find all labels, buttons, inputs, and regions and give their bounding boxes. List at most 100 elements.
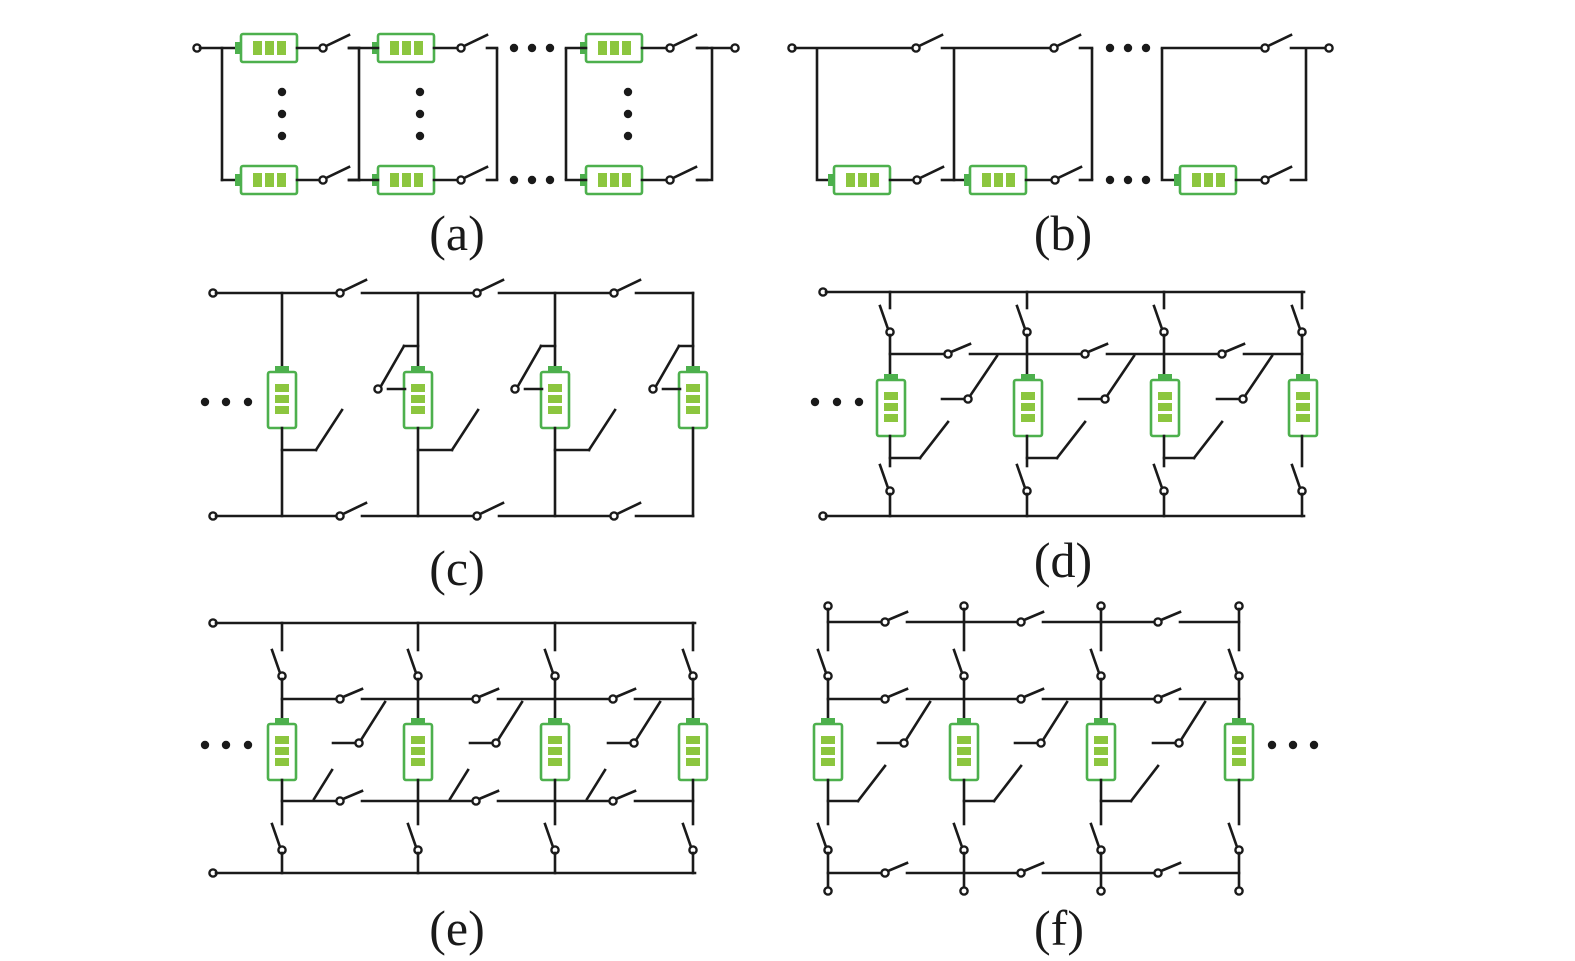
- wire: [341, 687, 364, 699]
- battery-cell: [610, 41, 619, 55]
- wire: [615, 501, 642, 516]
- switch-icon: [471, 789, 500, 806]
- battery-terminal: [1158, 374, 1172, 380]
- ellipsis-dot: [221, 740, 231, 750]
- battery-terminal: [235, 174, 241, 186]
- switch-icon: [1153, 861, 1182, 878]
- battery-cell: [548, 736, 562, 744]
- battery-cell: [1021, 414, 1035, 422]
- battery-cell: [1021, 403, 1035, 411]
- switch-icon: [543, 822, 560, 855]
- ellipsis-dot: [200, 740, 210, 750]
- terminal-icon: [943, 349, 953, 359]
- switch-icon: [1152, 304, 1169, 337]
- wire: [270, 648, 282, 675]
- ellipsis-dot: [221, 397, 231, 407]
- wire: [1227, 822, 1239, 849]
- battery-terminal: [1174, 174, 1180, 186]
- battery-cell: [402, 173, 411, 187]
- battery-cell: [414, 173, 423, 187]
- ellipsis-dot: [1123, 175, 1133, 185]
- battery-cell: [884, 414, 898, 422]
- switch-icon: [609, 501, 642, 521]
- switch-icon: [665, 165, 698, 185]
- wire: [1022, 861, 1045, 873]
- terminal-icon: [1016, 868, 1026, 878]
- wire: [324, 33, 351, 48]
- switch-icon: [270, 822, 287, 855]
- wire: [477, 789, 500, 801]
- battery-cell: [411, 384, 425, 392]
- ellipsis-dot: [545, 175, 555, 185]
- terminal-icon: [880, 868, 890, 878]
- battery-icon: [812, 718, 844, 782]
- battery-cell: [253, 41, 262, 55]
- battery-icon: [1085, 718, 1117, 782]
- battery-cell: [275, 384, 289, 392]
- switch-icon: [952, 822, 969, 855]
- wire: [856, 764, 887, 803]
- switch-icon: [816, 648, 833, 681]
- switch-icon: [1016, 610, 1045, 627]
- ellipsis-dot: [415, 87, 425, 97]
- switch-icon: [608, 687, 637, 704]
- battery-cell: [253, 173, 262, 187]
- wire: [359, 700, 387, 742]
- battery-cell: [686, 384, 700, 392]
- ellipsis-dot: [243, 397, 253, 407]
- ellipsis-dot: [623, 87, 633, 97]
- battery-cell: [275, 736, 289, 744]
- battery-terminal: [1094, 718, 1108, 724]
- battery-terminal: [964, 174, 970, 186]
- terminal-icon: [665, 175, 675, 185]
- battery-cell: [884, 403, 898, 411]
- ellipsis-dot: [1123, 43, 1133, 53]
- ellipsis-dot: [527, 43, 537, 53]
- terminal-icon: [730, 43, 740, 53]
- ellipsis-dot: [1288, 740, 1298, 750]
- battery-cell: [411, 736, 425, 744]
- battery-cell: [686, 736, 700, 744]
- switch-icon: [510, 384, 520, 394]
- ellipsis-dot: [810, 397, 820, 407]
- battery-cell: [277, 41, 286, 55]
- switch-icon: [1227, 648, 1244, 681]
- wire: [1055, 33, 1082, 48]
- battery-terminal: [884, 374, 898, 380]
- wire: [406, 822, 418, 849]
- terminal-icon: [1016, 617, 1026, 627]
- terminal-icon: [911, 43, 921, 53]
- ellipsis-dot: [1105, 175, 1115, 185]
- battery-cell: [1296, 403, 1310, 411]
- wire: [671, 33, 698, 48]
- terminal-icon: [1217, 349, 1227, 359]
- battery-cell: [686, 395, 700, 403]
- battery-cell: [402, 41, 411, 55]
- battery-cell: [622, 173, 631, 187]
- switch-icon: [1015, 463, 1032, 496]
- battery-cell: [858, 173, 867, 187]
- terminal-icon: [335, 288, 345, 298]
- terminal-icon: [609, 511, 619, 521]
- battery-terminal: [1021, 374, 1035, 380]
- switch-icon: [318, 165, 351, 185]
- terminal-icon: [1096, 886, 1106, 896]
- battery-icon: [235, 32, 299, 64]
- switch-icon: [1089, 648, 1106, 681]
- wire: [1290, 463, 1302, 490]
- battery-icon: [372, 32, 436, 64]
- battery-terminal: [275, 718, 289, 724]
- switch-icon: [270, 648, 287, 681]
- switch-icon: [1016, 861, 1045, 878]
- switch-icon: [472, 501, 505, 521]
- ellipsis-dot: [1141, 175, 1151, 185]
- wire: [1159, 687, 1182, 699]
- wire: [1227, 648, 1239, 675]
- wire: [918, 165, 945, 180]
- wire: [878, 304, 890, 331]
- terminal-icon: [1153, 868, 1163, 878]
- battery-cell: [411, 758, 425, 766]
- terminal-icon: [648, 384, 658, 394]
- switch-icon: [1080, 342, 1109, 359]
- switch-icon: [335, 687, 364, 704]
